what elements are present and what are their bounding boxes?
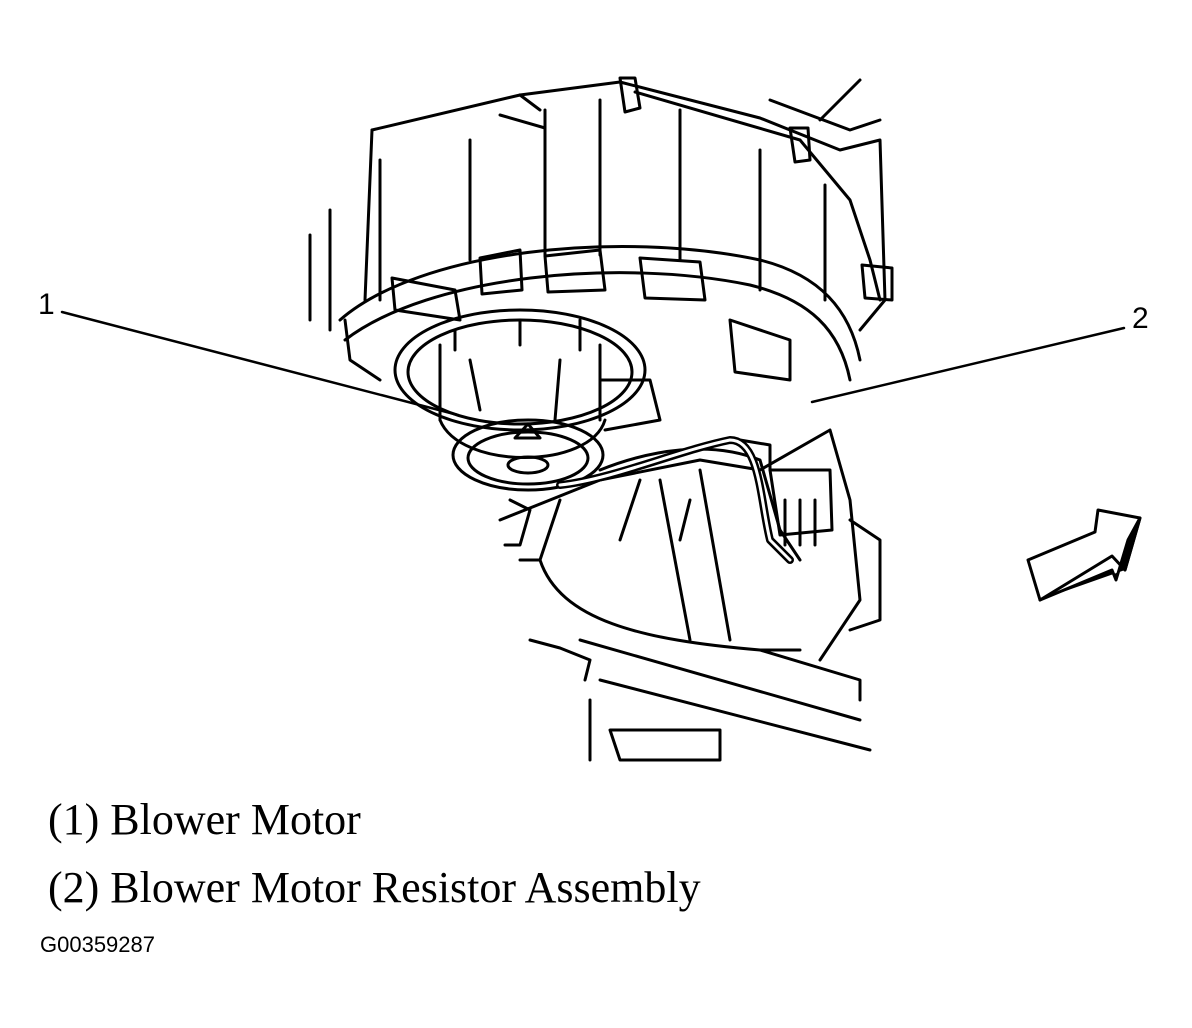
callout-1-number: 1 (38, 288, 55, 321)
callout-1-leader-line (60, 310, 460, 417)
blower-motor-drawing (393, 308, 662, 492)
callout-2-leader-line (810, 326, 1126, 404)
forward-arrow-icon (1026, 508, 1142, 602)
hvac-housing-drawing (308, 76, 894, 382)
legend-item-blower-motor-resistor: (2) Blower Motor Resistor Assembly (48, 863, 701, 912)
callout-2-number: 2 (1132, 302, 1149, 335)
legend-item-blower-motor: (1) Blower Motor (48, 795, 361, 844)
figure-id: G00359287 (40, 932, 155, 957)
resistor-duct-drawing (498, 428, 882, 762)
